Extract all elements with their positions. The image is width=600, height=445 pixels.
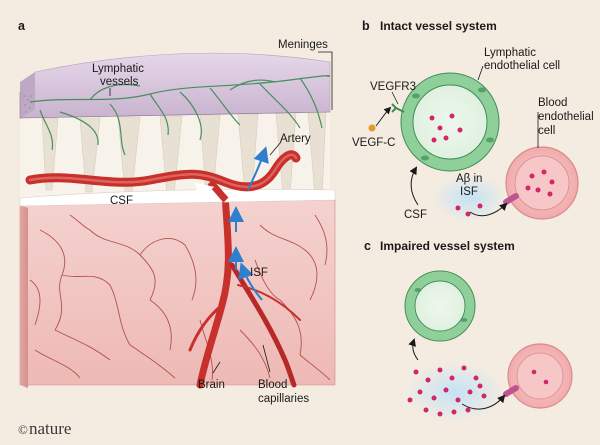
vegfc-label: VEGF-C (352, 137, 395, 149)
capillary-network (29, 214, 331, 381)
vegfc-arrow (375, 106, 392, 127)
panel-c: c Impaired vessel system (364, 239, 573, 422)
meninges-texture (23, 95, 32, 113)
panel-b-letter: b (362, 19, 370, 33)
penetrating-artery (188, 191, 301, 389)
meninges-slab (19, 52, 331, 156)
csf-drainage-arrow (409, 166, 419, 206)
isf-flow-arrows (228, 146, 269, 301)
lymphatic-endothelial-label-line1: Lymphatic (484, 47, 536, 59)
lymphatic-vessel-network (29, 75, 331, 156)
abeta-dots-lymphatic (429, 113, 463, 143)
blood-endothelial-label-line1: Blood (538, 97, 567, 109)
panel-a: a (18, 19, 336, 405)
vegfc-ligand (368, 124, 376, 132)
nature-wordmark: nature (29, 419, 71, 438)
lymphatic-endothelial-cell (400, 72, 500, 172)
copyright-symbol: © (18, 422, 28, 437)
isf-label: ISF (250, 267, 268, 279)
abeta-dots-isf (455, 203, 483, 217)
csf-label-b: CSF (404, 209, 427, 221)
csf-exchange-arrow-c (408, 338, 419, 361)
panel-b: b Intact vessel system (352, 19, 594, 222)
abeta-isf-label-line1: Aβ in (456, 173, 482, 185)
panel-a-leaders (109, 51, 333, 374)
impaired-blood-cell (503, 343, 573, 409)
blood-endothelial-cell (503, 146, 579, 220)
panel-b-title: Intact vessel system (380, 19, 497, 33)
blood-capillaries-label-line1: Blood (258, 379, 287, 391)
artery-label: Artery (280, 133, 311, 145)
blood-endothelial-label-line2: endothelial (538, 111, 594, 123)
isf-glow-c (405, 362, 505, 422)
brain-label: Brain (198, 379, 225, 391)
csf-label: CSF (110, 195, 133, 207)
abeta-dots-accumulated (407, 365, 487, 417)
vegfr3-receptor (391, 103, 405, 113)
panel-c-letter: c (364, 239, 371, 253)
lymphatic-vessels-label-line1: Lymphatic (92, 63, 144, 75)
panel-b-leaders (391, 65, 539, 148)
vegfr3-label: VEGFR3 (370, 81, 416, 93)
blood-endothelial-label-line3: cell (538, 125, 555, 137)
lymphatic-vessels-label-line2: vessels (100, 76, 139, 88)
isf-to-blood-arrow-c (461, 394, 506, 410)
impaired-lymphatic-cell (404, 270, 476, 342)
panel-c-title: Impaired vessel system (380, 239, 515, 253)
nature-credit: © nature (18, 419, 71, 438)
lymphatic-endothelial-label-line2: endothelial cell (484, 60, 560, 72)
csf-flow-arrow (139, 182, 215, 202)
meninges-label: Meninges (278, 39, 328, 51)
brain-block (19, 191, 336, 389)
abeta-dots-blood (525, 169, 555, 197)
blood-capillaries-label-line2: capillaries (258, 393, 309, 405)
abeta-isf-label-line2: ISF (460, 186, 478, 198)
isf-glow (432, 174, 508, 222)
panel-a-letter: a (18, 19, 26, 33)
isf-to-blood-arrow (469, 202, 508, 217)
